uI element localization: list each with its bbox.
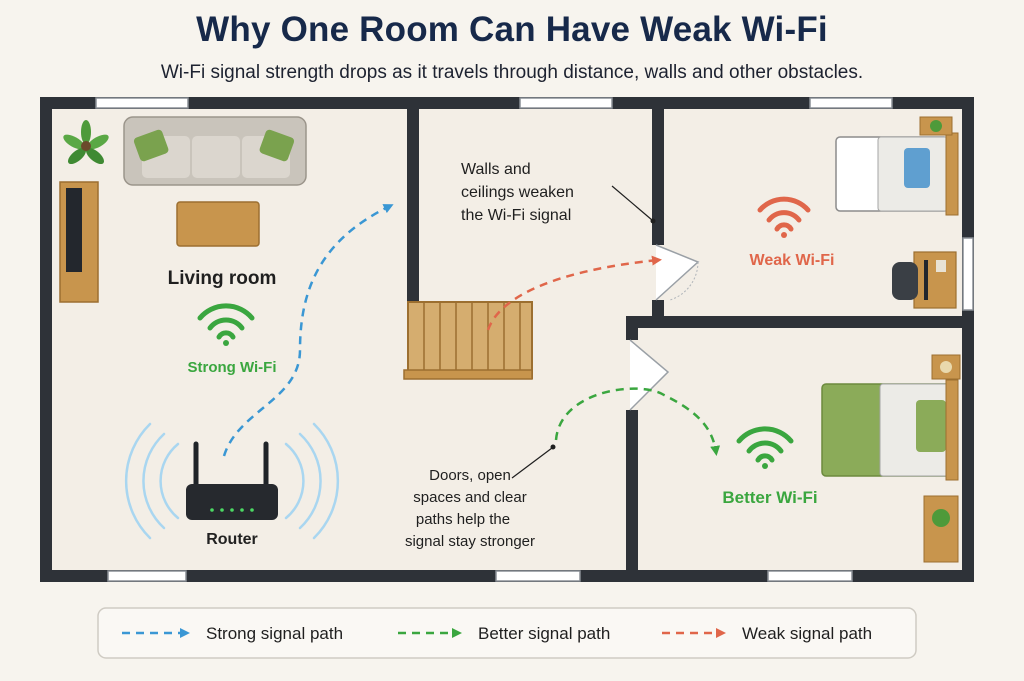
bed-icon <box>835 132 959 216</box>
legend-item-weak: Weak signal path <box>662 624 872 643</box>
weak-signal-path <box>486 255 662 331</box>
annotation-walls-line: Walls and <box>461 161 531 178</box>
desk-icon <box>892 251 957 309</box>
coffee-table <box>176 201 260 247</box>
outer-walls <box>40 97 974 582</box>
router-icon <box>186 441 278 520</box>
weak-wifi-label: Weak Wi-Fi <box>750 252 835 269</box>
legend-item-strong: Strong signal path <box>122 624 343 643</box>
strong-wifi-label: Strong Wi-Fi <box>187 359 276 376</box>
page-title: Why One Room Can Have Weak Wi-Fi <box>196 10 828 49</box>
annotation-walls-line: the Wi-Fi signal <box>461 207 571 224</box>
annotation-doors-line: spaces and clear <box>413 489 526 506</box>
interior-walls <box>407 109 966 576</box>
sofa-icon <box>123 116 307 186</box>
page-subtitle: Wi-Fi signal strength drops as it travel… <box>160 62 864 83</box>
bed-icon <box>821 354 961 481</box>
wifi-icon <box>736 426 794 469</box>
better-signal-path <box>554 387 721 456</box>
wifi-icon <box>197 303 255 346</box>
annotation-doors-line: Doors, open <box>429 467 511 484</box>
legend-label: Better signal path <box>478 624 610 643</box>
room-label-living: Living room <box>168 268 277 289</box>
router-label: Router <box>206 531 258 548</box>
annotation-walls: Walls and ceilings weaken the Wi-Fi sign… <box>461 161 656 224</box>
plant-icon <box>923 495 959 563</box>
door-icon <box>627 244 700 411</box>
router-signal-waves <box>124 422 340 540</box>
stairs-icon <box>403 301 533 380</box>
better-wifi-label: Better Wi-Fi <box>722 488 817 507</box>
legend-item-better: Better signal path <box>398 624 610 643</box>
plant-icon <box>919 116 953 136</box>
plant-icon <box>63 120 109 165</box>
annotation-doors: Doors, open spaces and clear paths help … <box>405 444 556 550</box>
window-icon <box>95 97 974 582</box>
strong-signal-path <box>222 204 394 457</box>
tv-icon <box>59 181 99 303</box>
legend-label: Weak signal path <box>742 624 872 643</box>
wifi-icon <box>757 196 811 238</box>
annotation-doors-line: paths help the <box>416 511 510 528</box>
legend: Strong signal path Better signal path We… <box>97 607 917 659</box>
legend-label: Strong signal path <box>206 624 343 643</box>
annotation-doors-line: signal stay stronger <box>405 533 535 550</box>
annotation-walls-line: ceilings weaken <box>461 184 574 201</box>
